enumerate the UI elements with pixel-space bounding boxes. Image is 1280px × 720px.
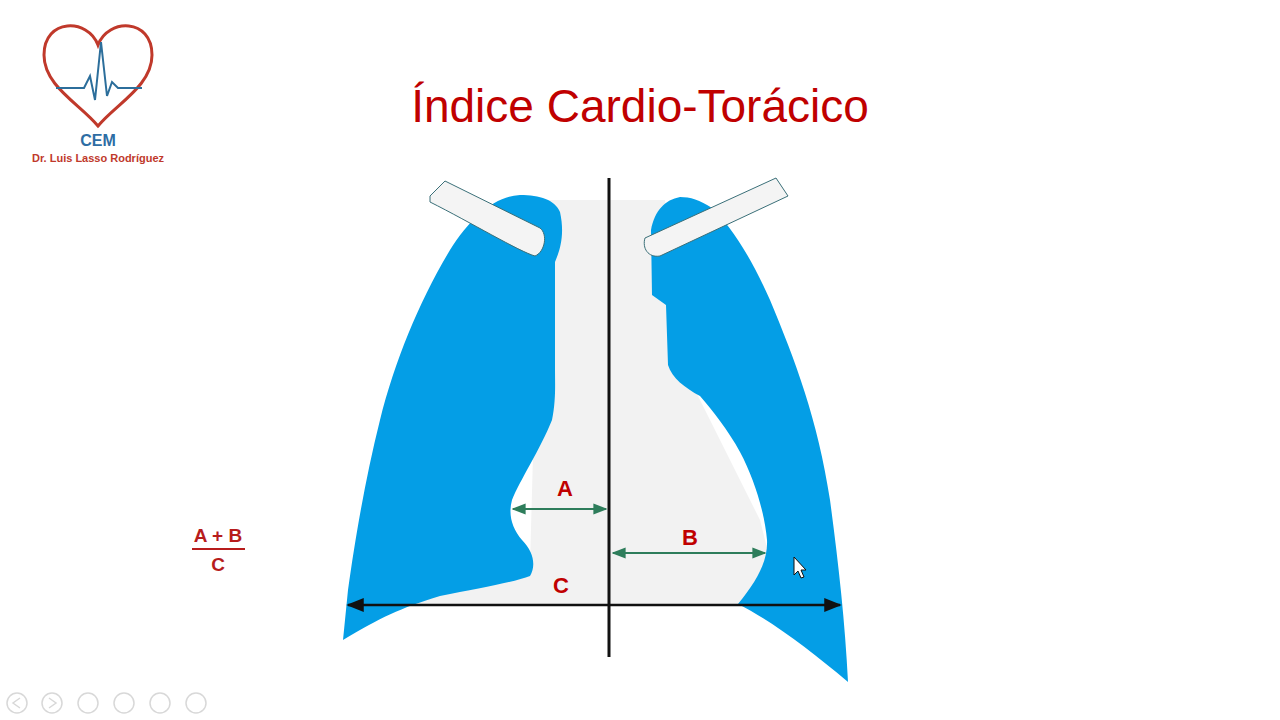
measure-b — [613, 552, 765, 554]
formula-numerator: A + B — [194, 526, 242, 547]
slide-title: Índice Cardio-Torácico — [411, 81, 869, 132]
logo-author: Dr. Luis Lasso Rodríguez — [32, 152, 164, 164]
heart-logo — [44, 26, 152, 126]
fraction-bar — [192, 548, 245, 550]
formula-denominator: C — [211, 555, 225, 576]
mouse-cursor — [794, 557, 806, 578]
measure-c — [348, 604, 840, 607]
slide-toolbar — [7, 693, 206, 713]
left-clavicle — [644, 178, 788, 256]
measure-label: C — [553, 574, 569, 598]
measure-label: B — [682, 526, 698, 550]
ecg-trace — [56, 42, 142, 100]
right-lung — [343, 195, 562, 640]
midline — [608, 178, 611, 657]
logo-name: CEM — [80, 132, 116, 150]
measure-a — [513, 508, 606, 510]
left-lung — [651, 197, 848, 682]
right-clavicle — [430, 181, 545, 256]
measure-label: A — [557, 477, 573, 501]
